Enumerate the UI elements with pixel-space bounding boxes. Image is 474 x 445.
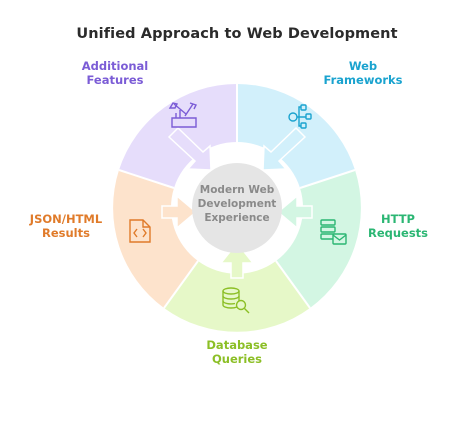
label-http-requests: HTTP Requests bbox=[356, 212, 440, 240]
arrow-additional-features bbox=[167, 126, 212, 171]
tools-icon bbox=[168, 102, 197, 128]
sitemap-icon bbox=[288, 104, 312, 129]
label-web-frameworks-line-2: Frameworks bbox=[323, 73, 403, 87]
label-json-html-results-line-2: Results bbox=[42, 226, 90, 240]
center-text-line-2: Development bbox=[198, 198, 277, 210]
center-circle bbox=[192, 163, 282, 253]
label-additional-features: Additional Features bbox=[68, 59, 162, 87]
label-json-html-results-line-1: JSON/HTML bbox=[29, 212, 103, 226]
arrow-http-requests bbox=[276, 194, 313, 230]
label-http-requests-line-1: HTTP bbox=[380, 212, 415, 226]
label-http-requests-line-2: Requests bbox=[367, 226, 429, 240]
label-additional-features-line-1: Additional bbox=[81, 59, 149, 73]
code-file-icon bbox=[129, 219, 151, 243]
label-web-frameworks: Web Frameworks bbox=[318, 59, 408, 87]
server-mail-icon bbox=[320, 219, 347, 245]
center-text-line-3: Experience bbox=[204, 212, 269, 224]
label-json-html-results: JSON/HTML Results bbox=[24, 212, 108, 240]
label-database-queries: Database Queries bbox=[187, 338, 287, 366]
diagram-title: Unified Approach to Web Development bbox=[76, 26, 398, 42]
segment-json-html-results bbox=[113, 170, 198, 308]
label-database-queries-line-1: Database bbox=[206, 338, 268, 352]
segment-dividers bbox=[118, 84, 356, 309]
label-database-queries-line-2: Queries bbox=[211, 352, 263, 366]
label-web-frameworks-line-1: Web bbox=[348, 59, 378, 73]
center-text-line-1: Modern Web bbox=[200, 184, 275, 196]
segment-http-requests bbox=[276, 170, 361, 308]
label-additional-features-line-2: Features bbox=[86, 73, 144, 87]
arrow-web-frameworks bbox=[262, 126, 307, 171]
arrow-database-queries bbox=[219, 241, 255, 279]
segment-database-queries bbox=[164, 261, 310, 332]
arrow-json-html-results bbox=[161, 194, 198, 230]
database-search-icon bbox=[222, 287, 250, 314]
